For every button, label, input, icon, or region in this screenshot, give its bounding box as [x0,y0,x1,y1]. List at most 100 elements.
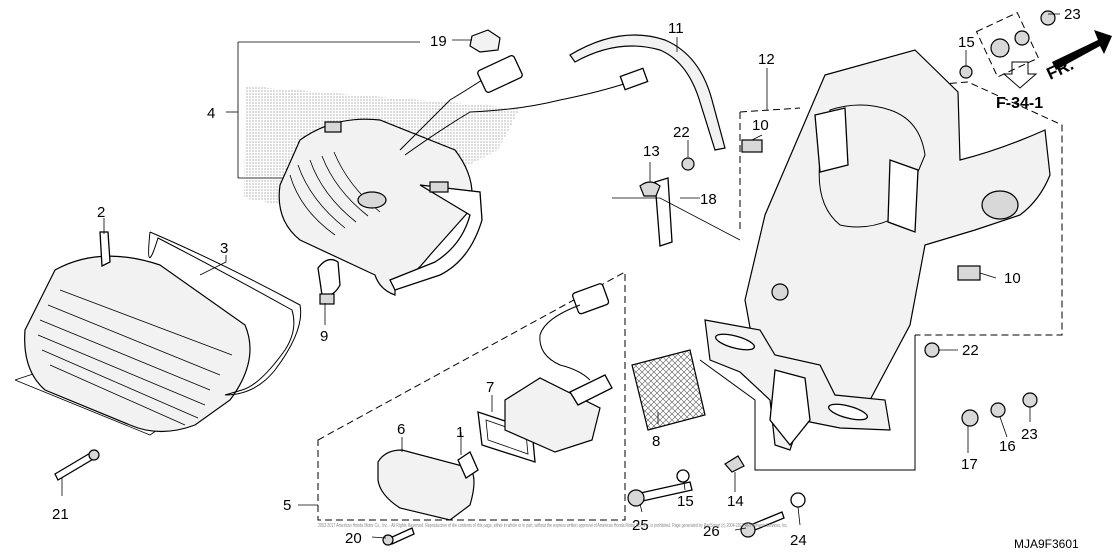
diagram-code-label: MJA9F3601 [1014,537,1079,551]
grommet-part-17 [961,409,979,427]
socket-connector [571,283,610,315]
bolt-part-23-top [1040,10,1056,26]
callout-21: 21 [52,506,69,523]
grommet-part [990,38,1010,58]
rubber-block-10-b [957,265,981,281]
socket-barrel [569,374,613,406]
rear-fender-group [699,49,1063,471]
small-connector [619,67,649,91]
nut-part-22-b [924,342,940,358]
housing-clip-2 [429,181,449,193]
bracket-line-4 [237,41,420,179]
tail-light-housing-group [237,29,649,296]
callout-14: 14 [727,493,744,510]
fender-side-hole [981,190,1019,220]
wire-harness-2 [404,81,631,156]
callout-22-b: 22 [962,342,979,359]
stay-bracket-line [612,197,741,241]
socket-wire [539,304,591,381]
trim-strip-part-11 [569,34,726,151]
callout-8: 8 [652,433,660,450]
nut-part-22-a [681,157,695,171]
fender-rib-right [887,159,919,233]
fr-arrow-shape [1052,30,1112,70]
rubber-block-10-a [741,139,763,153]
lens-group [14,231,341,481]
tail-housing-lens-lines [289,151,381,236]
callout-11: 11 [668,20,684,37]
callout-7: 7 [486,379,494,396]
fender-rib-left [814,107,849,173]
callout-16: 16 [999,438,1016,455]
bolt-head-25 [627,489,645,507]
hardware-group [627,10,1112,538]
callout-24: 24 [790,532,807,549]
callout-25: 25 [632,517,649,534]
screw-part-20 [389,527,415,545]
callout-2: 2 [97,204,105,221]
callout-23-top: 23 [1064,6,1081,23]
callout-4: 4 [207,105,215,122]
wire-harness [399,77,486,151]
lens-ridges [37,289,233,426]
callout-9: 9 [320,328,328,345]
callout-10-a: 10 [752,117,769,134]
license-light-group [317,271,706,546]
bracket-dashed-5 [317,271,626,521]
tail-housing-flange [389,184,483,291]
copyright-notice: 2002-2017 American Honda Motor Co., Inc.… [318,523,788,529]
washer-part-24 [790,492,806,508]
callout-12: 12 [758,51,775,68]
callout-15-low: 15 [677,493,694,510]
collar-part-13 [639,181,661,197]
screw-part-14 [724,455,745,473]
callout-18: 18 [700,191,717,208]
callout-22-a: 22 [673,124,690,141]
callout-20: 20 [345,530,362,547]
reflector-stay-part [769,369,811,447]
housing-clip [324,121,342,133]
lens-part [24,255,251,433]
license-light-lens-6 [377,449,475,521]
washer-part-15-low [676,469,690,483]
plate-slot-left [714,333,756,351]
callout-10-b: 10 [1004,270,1021,287]
callout-17: 17 [961,456,978,473]
collar-part-16 [990,402,1006,418]
trim-strip-group [569,34,741,247]
bolt-head-26 [740,522,756,538]
callout-19: 19 [430,33,447,50]
screw-head-20 [382,534,394,546]
reflector-part-8 [631,349,706,431]
fender-mount-hole [771,283,789,301]
bulb-part-9 [317,258,341,297]
ref-arrow-shape [1002,61,1038,89]
bulb-socket-hole [357,191,387,209]
bulb-base [319,293,335,305]
stay-part-18 [654,177,673,247]
wire-connector [477,55,523,93]
clip-part-19 [469,29,501,53]
plate-bracket-outline [699,335,916,471]
callout-numbers: 1 2 3 4 5 6 7 8 9 10 10 11 12 13 14 15 1… [52,6,1081,549]
callout-13: 13 [643,143,660,160]
gasket-part [148,231,302,396]
callout-6: 6 [397,421,405,438]
grommet-part-2 [1014,30,1030,46]
callout-15-top: 15 [958,34,975,51]
plate-slot-right [827,403,869,421]
screw-head-21 [88,449,100,461]
callout-3: 3 [220,240,228,257]
callout-1: 1 [456,424,464,441]
bolt-part-23-low [1022,392,1038,408]
callout-5: 5 [283,497,291,514]
callout-23-low: 23 [1021,426,1038,443]
nut-part-15-top [959,65,973,79]
bracket-dashed-12 [739,81,1063,336]
lens-top-tab [99,231,111,268]
callout-26: 26 [703,523,720,540]
leader-lines [61,13,1060,539]
reference-page-label: F-34-1 [996,95,1043,112]
bulb-part-1 [457,451,479,479]
